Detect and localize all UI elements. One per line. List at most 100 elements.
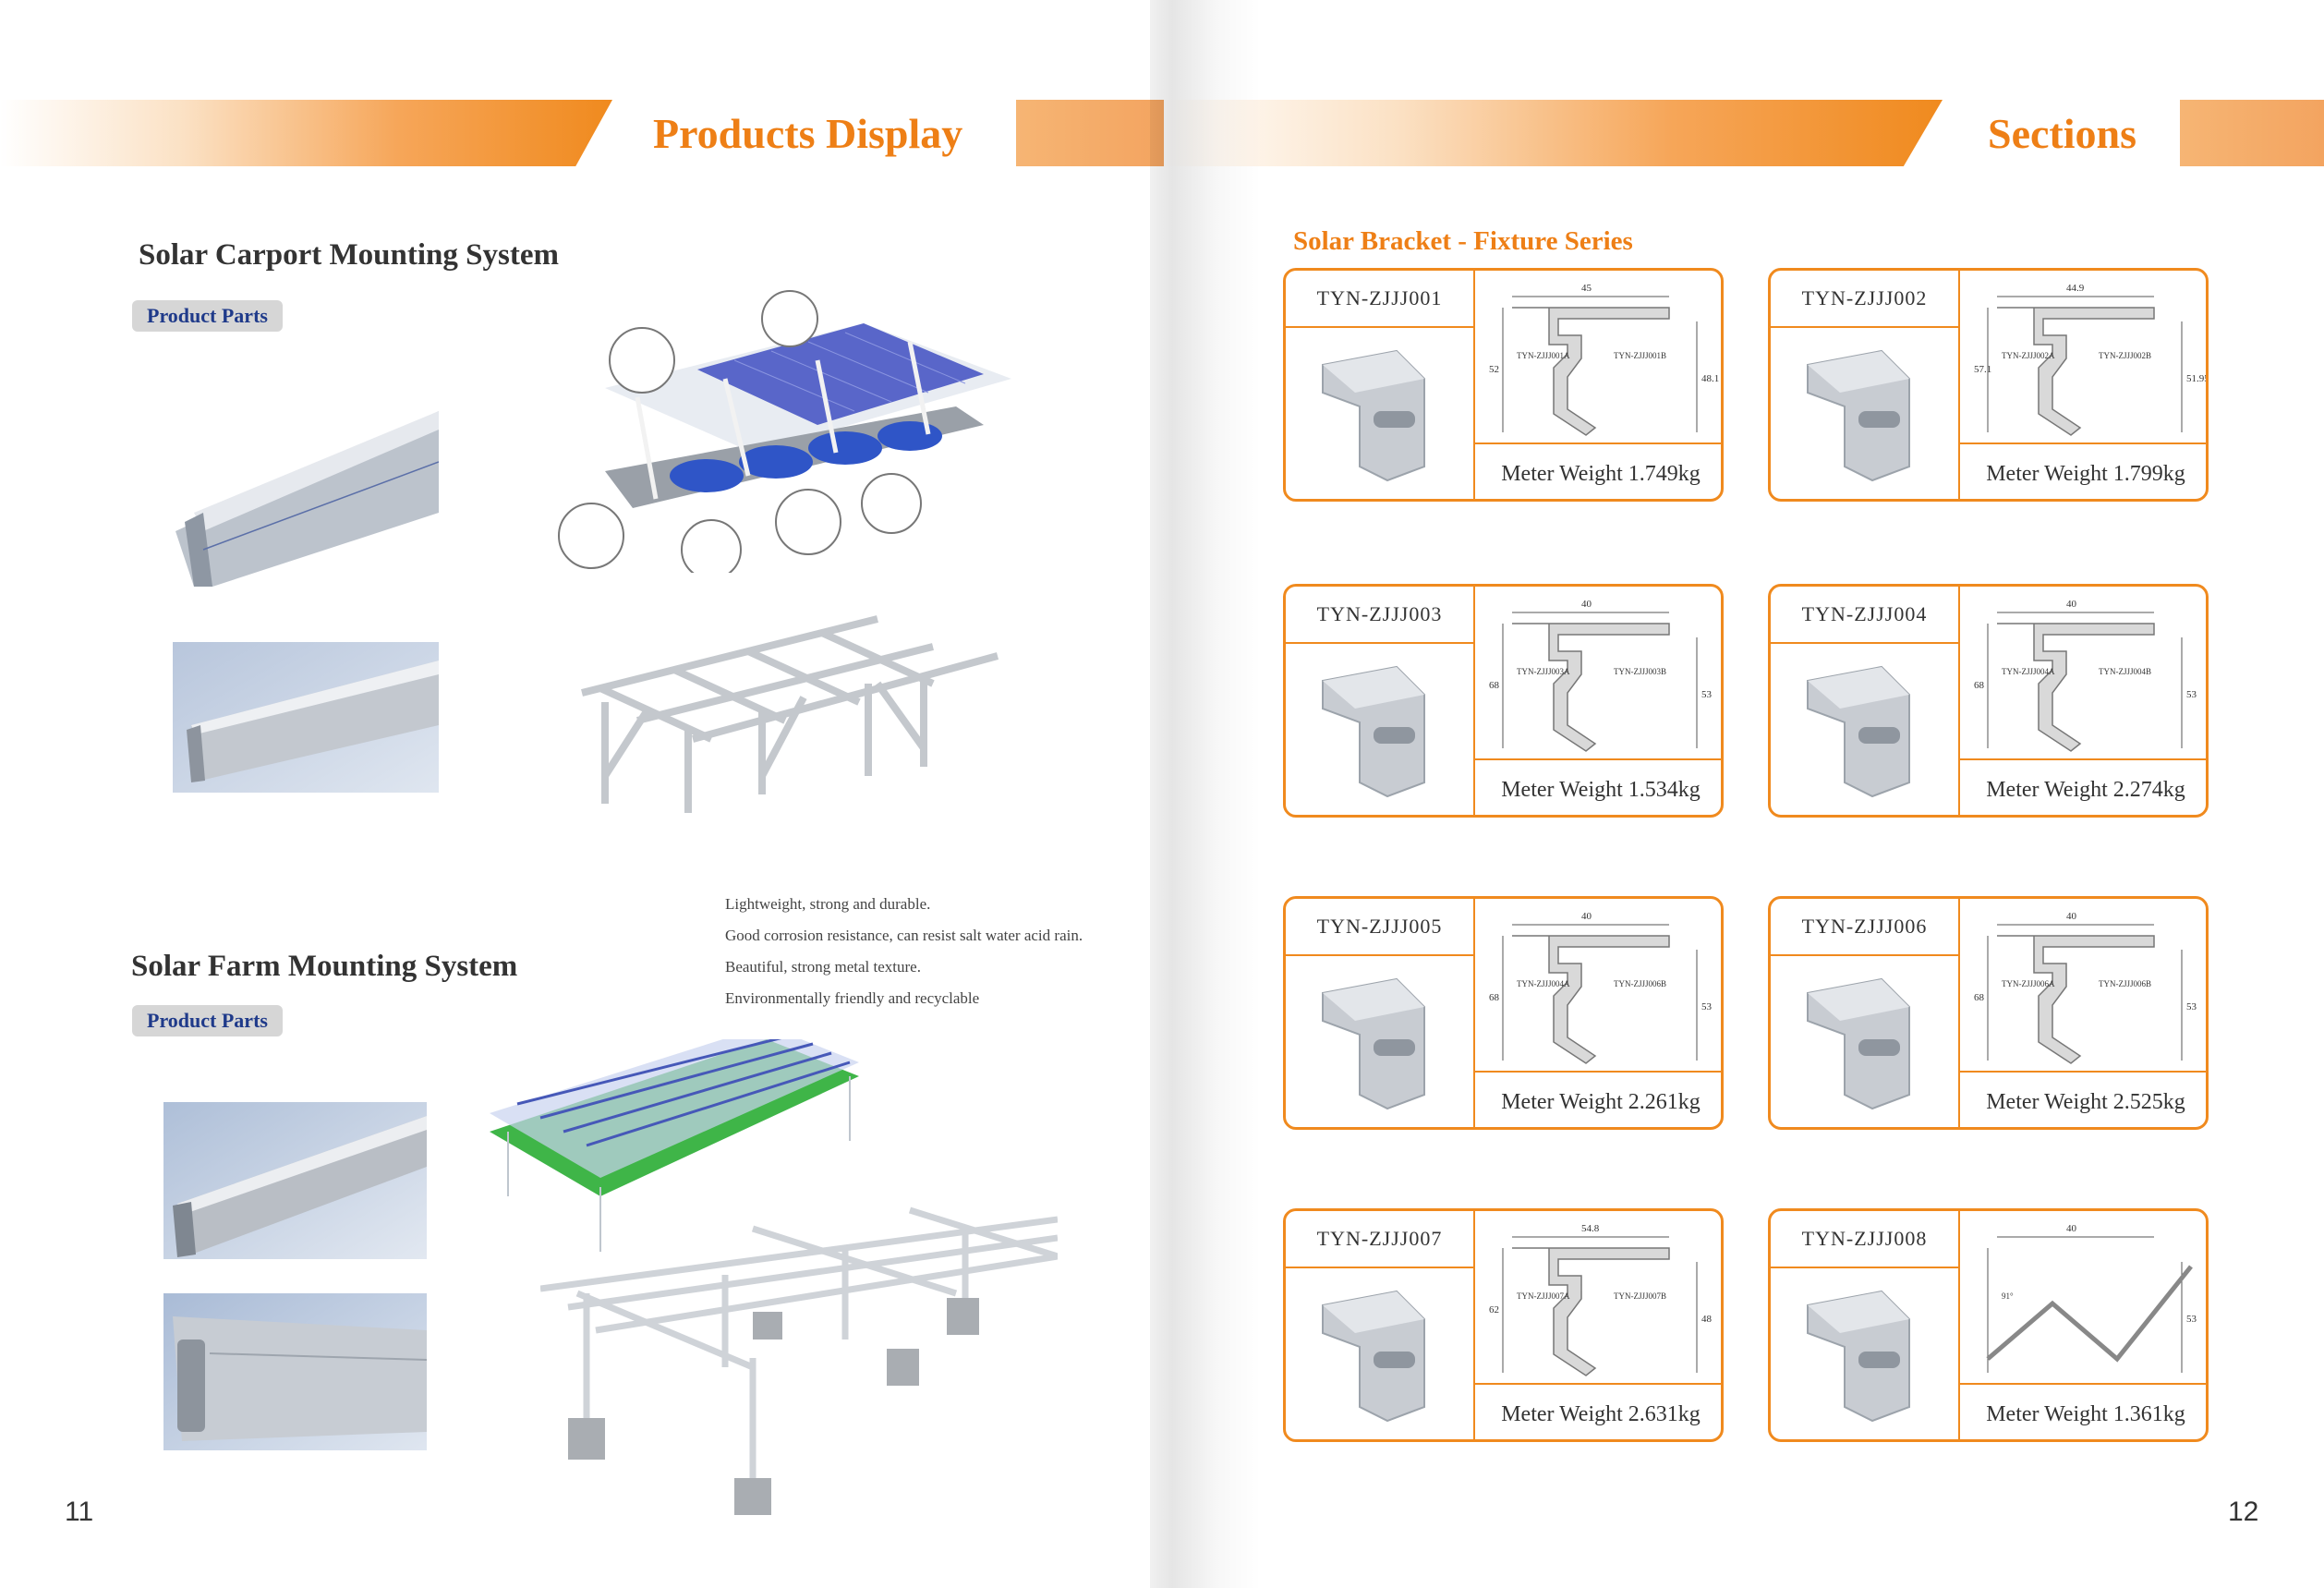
series-title: Solar Bracket - Fixture Series [1293, 226, 1633, 256]
feature-item: Environmentally friendly and recyclable [725, 989, 980, 1007]
meter-weight: Meter Weight 2.274kg [1986, 778, 2185, 802]
section-code: TYN-ZJJJ008 [1771, 1211, 1960, 1268]
part-label-b: TYN-ZJJJ004B [2099, 667, 2151, 676]
profile-drawing: 40 53 91° [1960, 1211, 2206, 1385]
part-label-b: TYN-ZJJJ007B [1614, 1291, 1666, 1301]
meter-weight: Meter Weight 2.261kg [1501, 1090, 1701, 1114]
clamp-image [1771, 644, 1960, 815]
solar-farm-illustration [490, 1039, 859, 1252]
dimension-depth: 53 [2186, 1001, 2197, 1012]
part-label-b: TYN-ZJJJ006B [2099, 979, 2151, 988]
dimension-depth: 53 [1701, 689, 1713, 700]
profile-drawing: 40 68 53 TYN-ZJJJ004A TYN-ZJJJ004B [1960, 587, 2206, 760]
meter-weight: Meter Weight 2.525kg [1986, 1090, 2185, 1114]
page-number: 11 [65, 1497, 94, 1527]
profile-drawing: 54.8 62 48 TYN-ZJJJ007A TYN-ZJJJ007B [1475, 1211, 1721, 1385]
carport-frame-illustration [581, 615, 999, 813]
profile-drawing: 45 52 48.1 TYN-ZJJJ001A TYN-ZJJJ001B [1475, 271, 1721, 444]
dimension-height: 62 [1489, 1304, 1499, 1315]
dimension-width: 45 [1581, 283, 1592, 294]
meter-weight: Meter Weight 1.361kg [1986, 1402, 2185, 1426]
dimension-width: 40 [1581, 599, 1592, 610]
farm-frame-illustration [540, 1206, 1058, 1515]
header-band-end [1016, 100, 1164, 166]
dimension-depth: 53 [2186, 689, 2197, 700]
page-heading: Products Display [653, 110, 963, 157]
dimension-depth: 53 [2186, 1314, 2197, 1325]
part-label-a: TYN-ZJJJ001A [1517, 351, 1570, 360]
page-heading: Sections [1988, 110, 2136, 157]
farm-section-title: Solar Farm Mounting System [131, 950, 518, 983]
part-label-b: TYN-ZJJJ002B [2099, 351, 2151, 360]
part-label-a: 91° [2002, 1291, 2014, 1301]
clamp-image [1286, 644, 1475, 815]
clamp-image [1771, 328, 1960, 499]
dimension-height: 68 [1974, 680, 1985, 691]
feature-item: Lightweight, strong and durable. [725, 895, 931, 913]
dimension-width: 40 [2066, 599, 2077, 610]
section-code: TYN-ZJJJ001 [1286, 271, 1475, 328]
part-label-a: TYN-ZJJJ004A [2002, 667, 2055, 676]
features-list: Lightweight, strong and durable. Good co… [725, 889, 1083, 1014]
dimension-height: 52 [1489, 364, 1499, 375]
meter-weight: Meter Weight 1.749kg [1501, 462, 1701, 486]
section-card-5: TYN-ZJJJ005 40 68 53 TYN-ZJJJ004A TYN-ZJJJ006… [1283, 896, 1724, 1130]
part-label-a: TYN-ZJJJ004A [1517, 979, 1570, 988]
carport-rail-image-1 [176, 411, 439, 587]
part-label-a: TYN-ZJJJ006A [2002, 979, 2055, 988]
feature-item: Good corrosion resistance, can resist sa… [725, 927, 1083, 944]
section-code: TYN-ZJJJ005 [1286, 899, 1475, 956]
farm-product-parts-label: Product Parts [132, 1005, 283, 1036]
dimension-height: 68 [1489, 992, 1500, 1003]
feature-item: Beautiful, strong metal texture. [725, 958, 921, 976]
profile-drawing: 44.9 57.1 51.95 TYN-ZJJJ002A TYN-ZJJJ002B [1960, 271, 2209, 444]
header-band-end [2180, 100, 2324, 166]
dimension-depth: 48 [1701, 1314, 1713, 1325]
section-code: TYN-ZJJJ007 [1286, 1211, 1475, 1268]
dimension-height: 57.1 [1974, 364, 1991, 375]
dimension-depth: 51.95 [2186, 373, 2209, 384]
section-code: TYN-ZJJJ004 [1771, 587, 1960, 644]
dimension-width: 54.8 [1581, 1223, 1600, 1234]
carport-illustration [558, 290, 1011, 573]
section-card-3: TYN-ZJJJ003 40 68 53 TYN-ZJJJ003A TYN-ZJJJ003… [1283, 584, 1724, 818]
farm-rail-image-1 [163, 1102, 427, 1259]
clamp-image [1771, 956, 1960, 1127]
part-label-a: TYN-ZJJJ002A [2002, 351, 2055, 360]
part-label-b: TYN-ZJJJ006B [1614, 979, 1666, 988]
profile-drawing: 40 68 53 TYN-ZJJJ003A TYN-ZJJJ003B [1475, 587, 1721, 760]
section-card-7: TYN-ZJJJ007 54.8 62 48 TYN-ZJJJ007A TYN-ZJJJ0… [1283, 1208, 1724, 1442]
meter-weight: Meter Weight 1.799kg [1986, 462, 2185, 486]
dimension-width: 44.9 [2066, 283, 2085, 294]
part-label-b: TYN-ZJJJ003B [1614, 667, 1666, 676]
part-label-a: TYN-ZJJJ003A [1517, 667, 1570, 676]
clamp-image [1286, 328, 1475, 499]
section-code: TYN-ZJJJ006 [1771, 899, 1960, 956]
meter-weight: Meter Weight 1.534kg [1501, 778, 1701, 802]
clamp-image [1286, 1268, 1475, 1439]
clamp-image [1771, 1268, 1960, 1439]
clamp-image [1286, 956, 1475, 1127]
dimension-depth: 48.1 [1701, 373, 1719, 384]
carport-rail-image-2 [173, 642, 439, 793]
dimension-width: 40 [2066, 1223, 2077, 1234]
dimension-width: 40 [1581, 911, 1592, 922]
section-card-4: TYN-ZJJJ004 40 68 53 TYN-ZJJJ004A TYN-ZJJJ004… [1768, 584, 2209, 818]
profile-drawing: 40 68 53 TYN-ZJJJ004A TYN-ZJJJ006B [1475, 899, 1721, 1073]
part-label-a: TYN-ZJJJ007A [1517, 1291, 1570, 1301]
meter-weight: Meter Weight 2.631kg [1501, 1402, 1701, 1426]
dimension-depth: 53 [1701, 1001, 1713, 1012]
section-code: TYN-ZJJJ003 [1286, 587, 1475, 644]
section-card-1: TYN-ZJJJ001 45 52 48.1 TYN-ZJJJ001A TYN-ZJJJ0… [1283, 268, 1724, 502]
header-band [0, 100, 612, 166]
carport-section-title: Solar Carport Mounting System [139, 238, 559, 272]
left-page: Products Display Solar Carport Mounting … [0, 100, 1164, 1527]
farm-rail-image-2 [163, 1293, 427, 1450]
dimension-height: 68 [1489, 680, 1500, 691]
header-band [1164, 100, 1943, 166]
part-label-b: TYN-ZJJJ001B [1614, 351, 1666, 360]
page-number: 12 [2228, 1497, 2259, 1527]
section-card-8: TYN-ZJJJ008 40 53 91° Meter Weight 1.361kg [1768, 1208, 2209, 1442]
